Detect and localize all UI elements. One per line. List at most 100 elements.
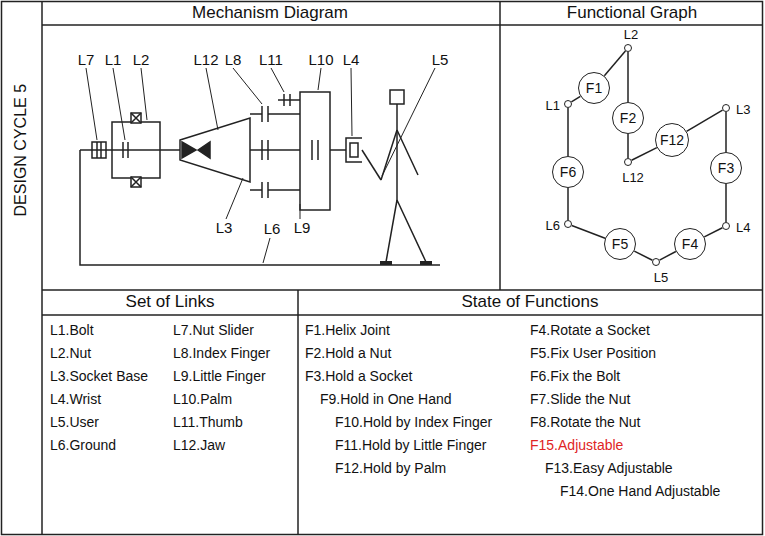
graph-edge	[572, 225, 605, 238]
link-label: L1	[546, 99, 560, 112]
link-list-item: L9.Little Finger	[173, 368, 266, 384]
section-header: Mechanism Diagram	[192, 3, 348, 23]
leader-line	[233, 68, 262, 104]
finger-plate	[267, 140, 269, 160]
function-circle: F3	[710, 152, 742, 184]
function-circle: F12	[655, 123, 689, 157]
jaw	[180, 118, 250, 182]
function-circle: F6	[552, 156, 584, 188]
wrist-shaft	[330, 149, 346, 151]
leader-line	[382, 68, 435, 176]
part-label: L8	[225, 51, 242, 68]
graph-edge	[627, 134, 629, 158]
link-list-item: L7.Nut Slider	[173, 322, 254, 338]
little-finger	[267, 182, 269, 198]
wrist-cup	[350, 143, 358, 157]
function-list-item: F10.Hold by Index Finger	[335, 414, 492, 430]
frame-line	[499, 2, 501, 291]
graph-edge	[704, 228, 722, 237]
function-list-item: F9.Hold in One Hand	[320, 391, 452, 407]
leader-line	[206, 68, 218, 130]
link-label: L6	[546, 219, 560, 232]
link-list-item: L5.User	[50, 414, 99, 430]
graph-edge	[604, 51, 625, 76]
link-list-item: L12.Jaw	[173, 437, 225, 453]
palm	[300, 92, 330, 210]
graph-edge	[725, 184, 727, 222]
leader-line	[263, 238, 270, 263]
section-header: Set of Links	[126, 292, 215, 312]
index-finger	[267, 106, 269, 122]
frame-line	[42, 314, 763, 316]
function-circle: F1	[578, 72, 610, 104]
palm-plate	[311, 140, 313, 160]
part-label: L2	[133, 51, 150, 68]
leader-line	[226, 178, 243, 219]
leader-line	[300, 204, 301, 219]
link-list-item: L1.Bolt	[50, 322, 94, 338]
jaw-tip	[182, 142, 196, 158]
bearing-symbol	[131, 113, 141, 123]
graph-edge	[632, 148, 657, 161]
part-label: L10	[308, 51, 333, 68]
part-label: L3	[216, 219, 233, 236]
nut-slider	[96, 142, 98, 158]
nut-slider	[100, 142, 102, 158]
link-list-item: L2.Nut	[50, 345, 91, 361]
link-list-item: L8.Index Finger	[173, 345, 270, 361]
leader-line	[113, 68, 125, 140]
thumb	[289, 94, 291, 106]
graph-edge	[571, 96, 580, 102]
little-finger	[250, 189, 300, 191]
link-label: L5	[654, 271, 668, 284]
leader-line	[318, 68, 321, 90]
function-list-item: F4.Rotate a Socket	[530, 322, 650, 338]
function-label: F6	[560, 165, 576, 179]
part-label: L7	[78, 51, 95, 68]
function-circle: F4	[674, 228, 706, 260]
graph-edge	[660, 251, 676, 260]
link-vertex: L6	[564, 220, 572, 228]
link-list-item: L11.Thumb	[173, 414, 243, 430]
link-vertex: L4	[722, 222, 730, 230]
function-list-item: F11.Hold by Little Finger	[335, 437, 486, 453]
bolt-joint	[122, 142, 124, 158]
part-label: L9	[294, 219, 311, 236]
function-list-item: F1.Helix Joint	[305, 322, 390, 338]
leader-line	[86, 68, 97, 140]
bolt-joint	[127, 142, 129, 158]
index-finger	[250, 113, 300, 115]
index-finger	[261, 106, 263, 122]
link-label: L4	[736, 221, 750, 234]
part-label: L4	[343, 51, 360, 68]
function-circle: F2	[612, 102, 644, 134]
link-vertex: L1	[564, 100, 572, 108]
user-arm	[362, 150, 381, 180]
function-list-item: F7.Slide the Nut	[530, 391, 630, 407]
wrist-cup	[346, 138, 362, 162]
section-header: State of Functions	[461, 292, 598, 312]
function-list-item: F2.Hold a Nut	[305, 345, 391, 361]
mechanism-drawing	[80, 90, 440, 265]
part-label: L5	[432, 51, 449, 68]
part-label: L11	[259, 51, 283, 68]
frame-line	[42, 289, 763, 291]
jaw-tip	[198, 142, 210, 158]
frame-line	[41, 2, 43, 535]
frame-line	[42, 24, 763, 26]
palm-plate	[317, 140, 319, 160]
function-list-item: F5.Fix User Position	[530, 345, 656, 361]
vertical-title: DESIGN CYCLE 5	[12, 84, 30, 216]
function-label: F3	[718, 161, 734, 175]
graph-edge	[627, 52, 629, 102]
function-label: F4	[682, 237, 698, 251]
function-list-item: F14.One Hand Adjustable	[560, 483, 720, 499]
bolt-axis	[80, 149, 180, 151]
frame-line	[297, 290, 299, 535]
nut-slider	[92, 142, 106, 158]
part-label: L6	[264, 220, 281, 237]
thumb	[283, 94, 285, 106]
